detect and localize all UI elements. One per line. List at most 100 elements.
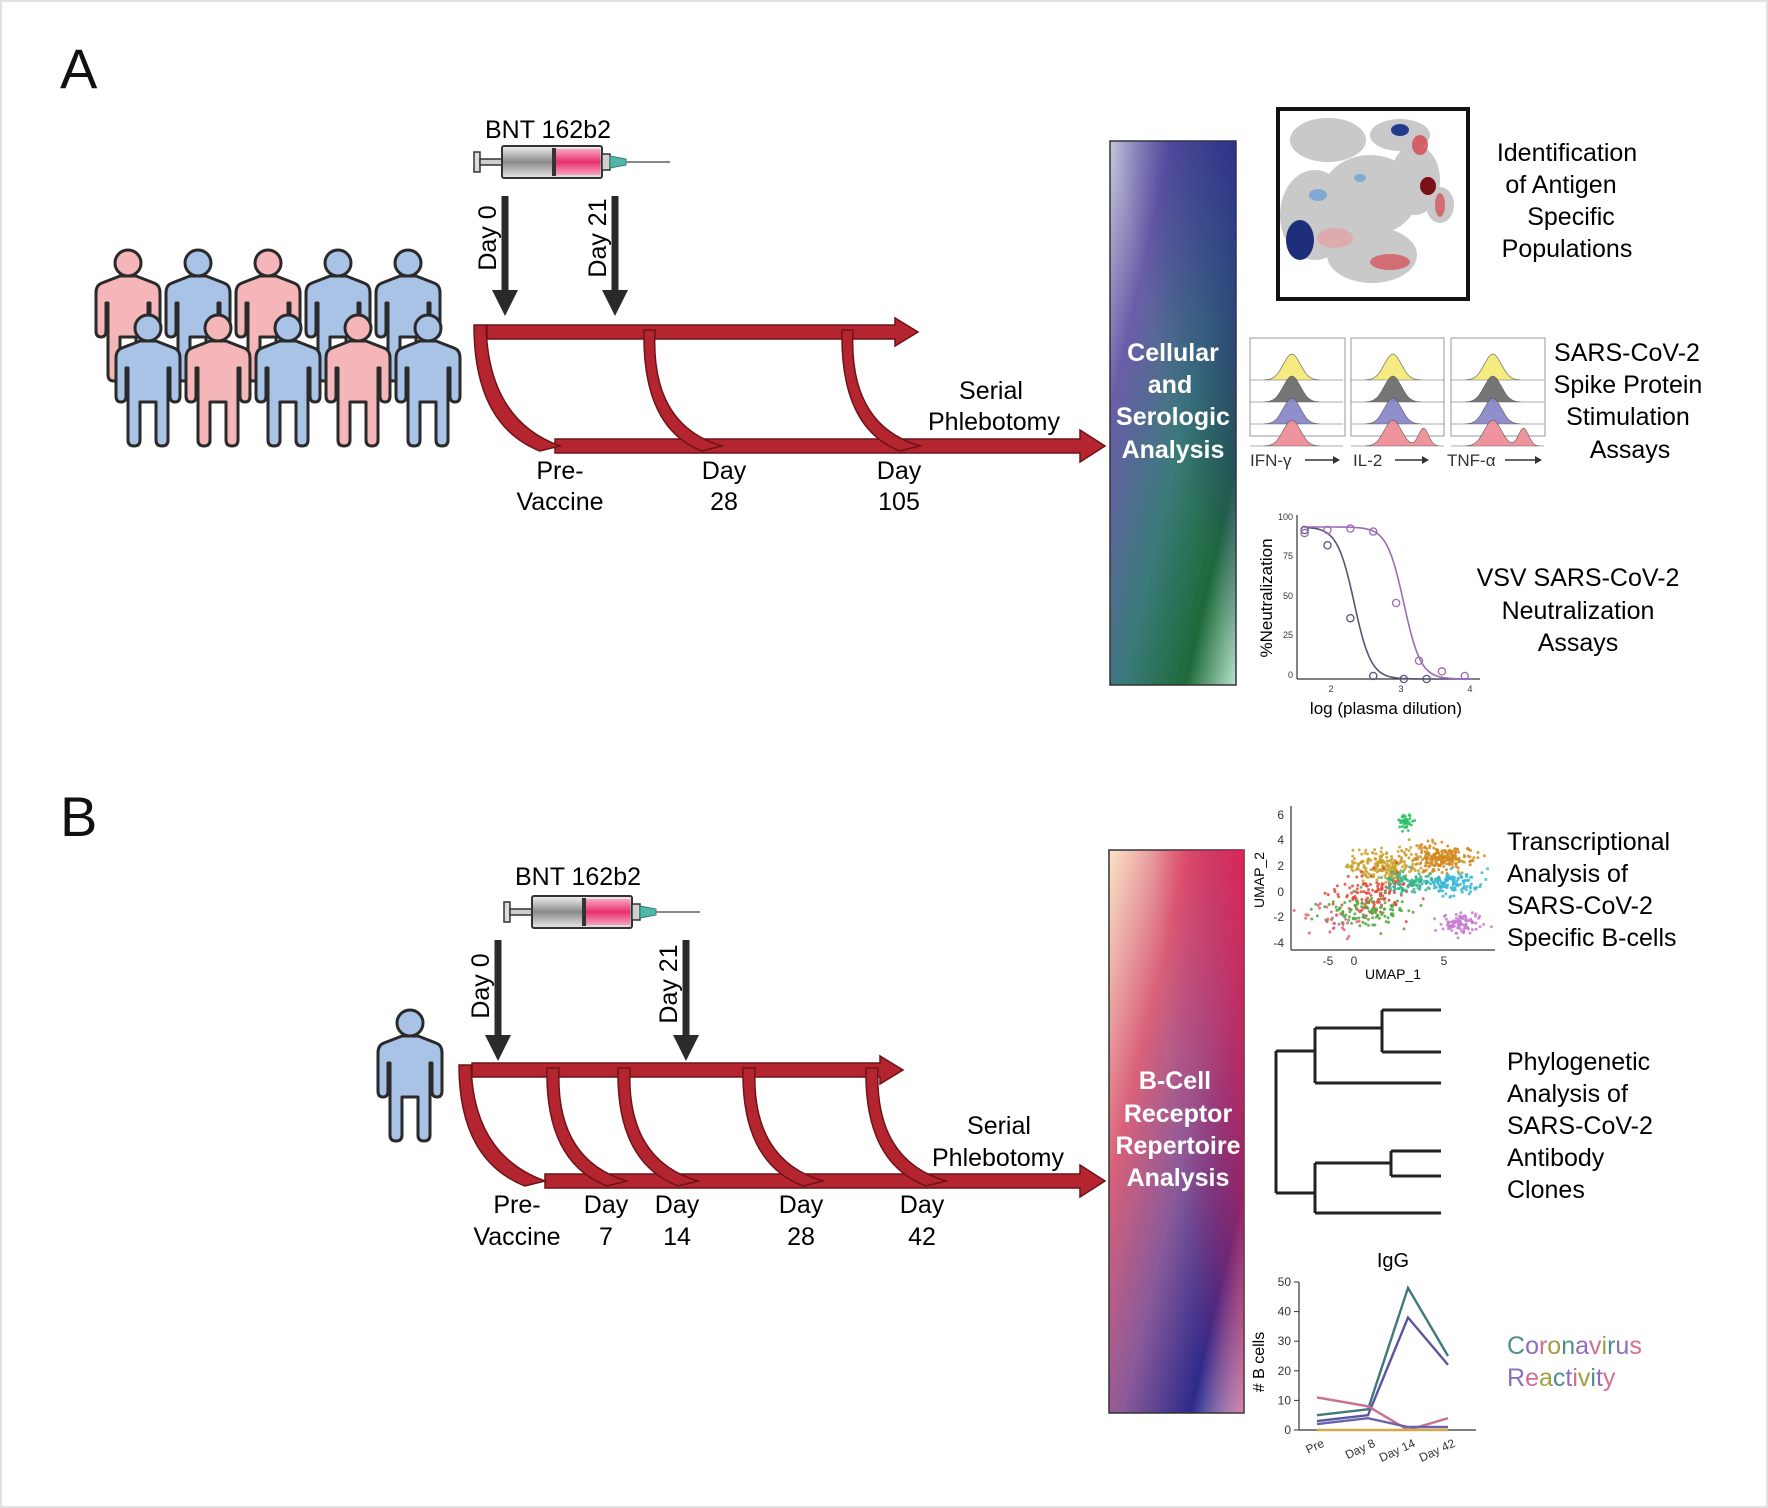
umap-point xyxy=(1331,900,1335,904)
umap-point xyxy=(1424,852,1428,856)
umap-point xyxy=(1398,861,1402,865)
umap-point xyxy=(1414,852,1418,856)
stim-label: Stimulation xyxy=(1566,403,1690,431)
umap-point xyxy=(1315,914,1319,918)
umap-point xyxy=(1454,851,1457,855)
umap-ytick: 6 xyxy=(1277,808,1284,822)
umap-point xyxy=(1415,844,1419,848)
neut-xtick: 4 xyxy=(1467,684,1472,694)
umap-point xyxy=(1427,887,1431,890)
umap-point xyxy=(1419,861,1423,865)
umap-point xyxy=(1370,896,1374,900)
umap-point xyxy=(1414,880,1418,884)
umap-point xyxy=(1359,890,1363,894)
umap-point xyxy=(1330,916,1334,920)
umap-point xyxy=(1353,912,1357,916)
umap-plot: 6 4 2 0 -2 -4 -5 0 5 UMAP_1 UMAP_2 xyxy=(1251,806,1495,982)
umap-point xyxy=(1379,897,1383,901)
umap-point xyxy=(1363,873,1367,877)
reactivity-letter: C xyxy=(1507,1332,1525,1360)
umap-point xyxy=(1452,894,1456,898)
umap-point xyxy=(1408,865,1412,869)
umap-point xyxy=(1440,840,1444,844)
dose-arrow-day21: Day 21 xyxy=(584,196,628,316)
umap-point xyxy=(1351,864,1354,868)
umap-point xyxy=(1362,890,1366,894)
umap-point xyxy=(1393,865,1397,869)
umap-point xyxy=(1401,870,1405,874)
umap-point xyxy=(1420,851,1423,855)
neutralization-point xyxy=(1323,525,1332,535)
stim-label: SARS-CoV-2 xyxy=(1554,339,1700,367)
timeline-a xyxy=(473,316,1107,464)
umap-point xyxy=(1454,862,1458,866)
igg-ytick-label: 0 xyxy=(1284,1423,1291,1437)
umap-point xyxy=(1425,855,1429,859)
umap-point xyxy=(1424,864,1428,868)
umap-point xyxy=(1350,921,1353,925)
umap-point xyxy=(1467,892,1471,896)
umap-point xyxy=(1386,868,1390,872)
phylo-label: Clones xyxy=(1507,1176,1585,1204)
umap-point xyxy=(1437,868,1441,872)
umap-point xyxy=(1314,902,1318,906)
histogram-peak xyxy=(1351,353,1444,381)
umap-point xyxy=(1445,879,1449,882)
umap-point xyxy=(1431,840,1435,844)
umap-point xyxy=(1390,855,1394,859)
umap-point xyxy=(1398,845,1402,849)
umap-xtick: 5 xyxy=(1441,954,1448,968)
umap-point xyxy=(1398,908,1402,912)
umap-point xyxy=(1473,887,1477,891)
umap-point xyxy=(1366,917,1370,921)
person-icon xyxy=(376,1008,444,1143)
umap-point xyxy=(1327,903,1331,906)
umap-point xyxy=(1373,907,1376,910)
neutralization-point xyxy=(1369,527,1378,536)
umap-point xyxy=(1395,861,1399,864)
reactivity-letter: t xyxy=(1596,1364,1603,1392)
umap-label: SARS-CoV-2 xyxy=(1507,892,1653,920)
umap-point xyxy=(1359,860,1363,864)
umap-point xyxy=(1446,844,1450,848)
umap-point xyxy=(1397,818,1401,822)
umap-point xyxy=(1400,900,1404,904)
umap-point xyxy=(1343,882,1347,886)
umap-point xyxy=(1333,890,1337,894)
umap-point xyxy=(1458,859,1461,863)
umap-point xyxy=(1334,905,1338,909)
stim-label: Spike Protein xyxy=(1554,371,1703,399)
umap-point xyxy=(1456,884,1460,888)
umap-point xyxy=(1460,890,1464,894)
umap-point xyxy=(1444,885,1448,889)
umap-point xyxy=(1407,849,1411,853)
neut-xtick: 3 xyxy=(1398,684,1403,694)
umap-point xyxy=(1348,910,1352,914)
reactivity-letter: i xyxy=(1590,1364,1596,1392)
umap-point xyxy=(1468,855,1472,859)
umap-point xyxy=(1367,888,1370,892)
umap-point xyxy=(1385,871,1389,875)
cytokine-label: IFN-γ xyxy=(1250,451,1292,470)
umap-point xyxy=(1376,898,1380,902)
umap-point xyxy=(1385,859,1389,863)
umap-point xyxy=(1451,886,1455,890)
umap-point xyxy=(1413,819,1417,822)
umap-point xyxy=(1372,873,1376,876)
umap-point xyxy=(1424,875,1428,878)
umap-point xyxy=(1340,903,1344,907)
umap-point xyxy=(1378,857,1382,861)
umap-point xyxy=(1469,875,1473,879)
umap-point xyxy=(1440,871,1444,874)
umap-point xyxy=(1452,924,1456,928)
umap-point xyxy=(1371,888,1375,892)
neutralization-point xyxy=(1437,667,1447,676)
reactivity-letter: a xyxy=(1539,1364,1553,1392)
igg-xtick-label: Pre xyxy=(1303,1436,1326,1457)
umap-point xyxy=(1389,858,1392,862)
analysis-box-b-text: Repertoire xyxy=(1115,1132,1240,1160)
igg-ytick-label: 50 xyxy=(1278,1275,1292,1289)
igg-xtick-label: Day 8 xyxy=(1343,1436,1378,1462)
umap-point xyxy=(1470,920,1474,924)
umap-point xyxy=(1331,902,1335,906)
